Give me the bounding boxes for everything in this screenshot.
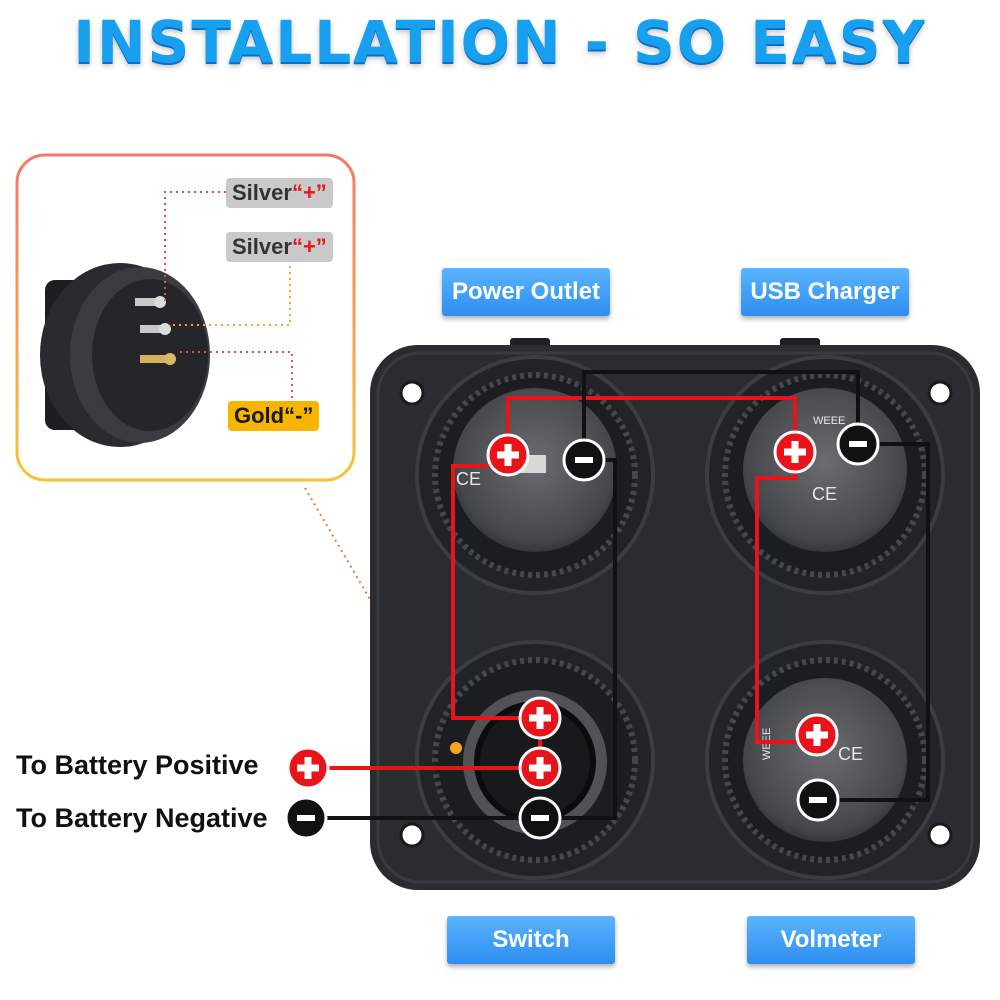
usb-charger-label: USB Charger <box>741 268 909 316</box>
switch-label: Switch <box>447 916 615 964</box>
power-outlet-socket <box>415 355 655 595</box>
usb-charger-socket <box>705 355 945 595</box>
terminal-label-gold: Gold“-” <box>228 401 320 431</box>
terminal-label-silver-2: Silver“+” <box>226 232 333 262</box>
terminal-label-silver-1: Silver“+” <box>226 178 333 208</box>
minus-terminal-icon <box>836 422 880 466</box>
negative-wires <box>306 370 930 820</box>
voltmeter-ce-mark: CE <box>838 744 863 764</box>
leader-silver-1 <box>164 191 226 302</box>
outlet-ce-mark: CE <box>456 469 481 489</box>
plus-terminal-icon <box>518 746 562 790</box>
plus-terminal-icon <box>773 430 817 474</box>
battery-positive-label: To Battery Positive <box>16 750 259 780</box>
battery-positive-icon <box>286 746 330 790</box>
switch-terminal-dot <box>450 742 462 754</box>
voltmeter-socket <box>705 640 945 880</box>
minus-terminal-icon <box>518 796 562 840</box>
battery-negative-label: To Battery Negative <box>16 803 268 833</box>
usb-weee-mark: WEEE <box>813 415 845 427</box>
battery-negative-icon <box>284 796 328 840</box>
plus-terminal-icon <box>795 713 839 757</box>
plus-terminal-icon <box>486 433 530 477</box>
minus-terminal-icon <box>796 778 840 822</box>
usb-ce-mark: CE <box>812 484 837 504</box>
plus-terminal-icon <box>518 696 562 740</box>
socket-side-view <box>40 263 210 447</box>
page-title: INSTALLATION - SO EASY <box>73 8 927 76</box>
minus-terminal-icon <box>562 438 606 482</box>
voltmeter-label: Volmeter <box>747 916 915 964</box>
power-outlet-label: Power Outlet <box>442 268 610 316</box>
